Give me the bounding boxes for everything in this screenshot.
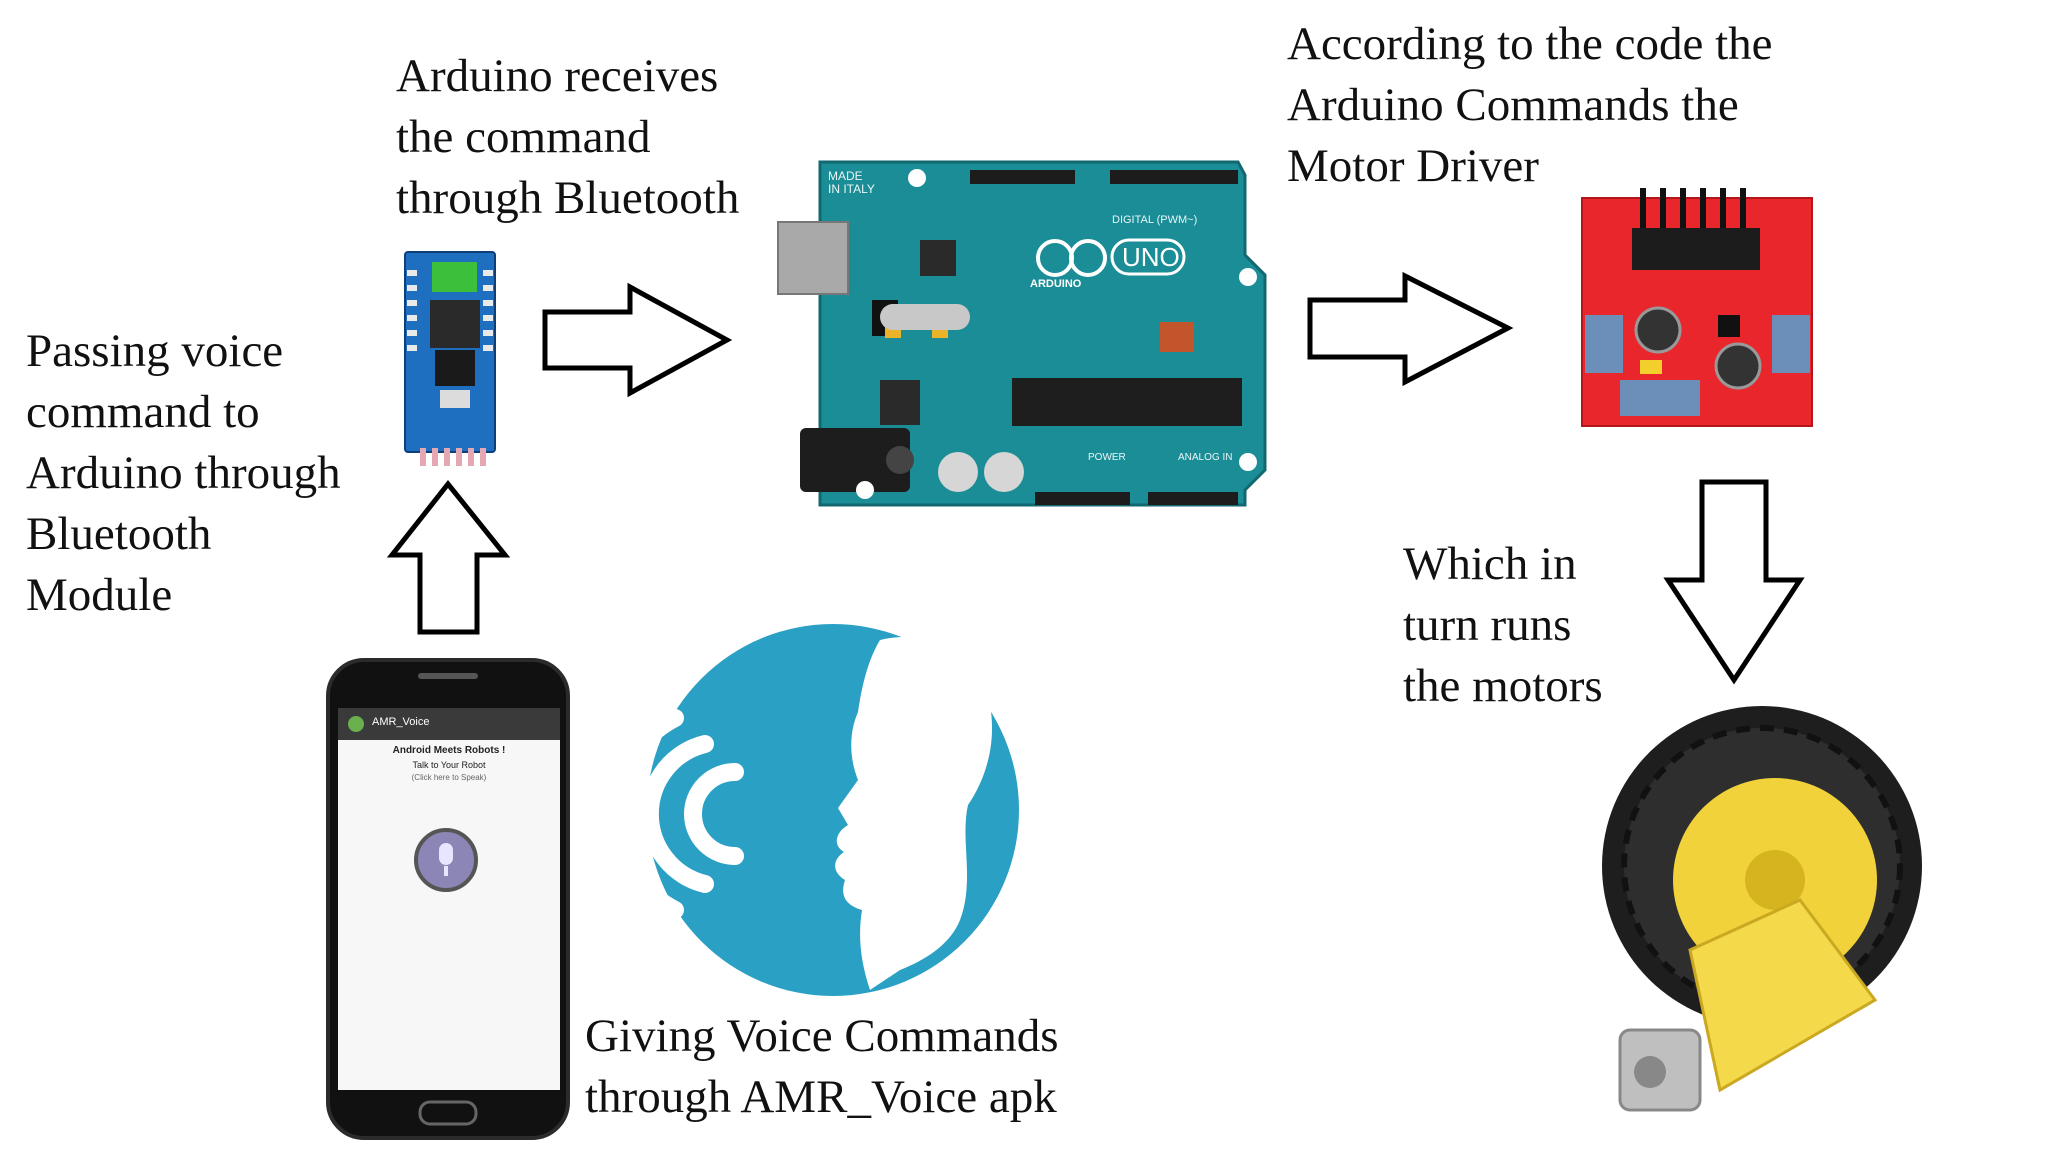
caption-bluetooth-receive: Arduino receives the command through Blu… bbox=[396, 50, 740, 224]
arduino-model-label: UNO bbox=[1122, 242, 1180, 272]
phone-app-subheading: Talk to Your Robot bbox=[412, 760, 486, 770]
arrow-bluetooth-to-arduino bbox=[542, 282, 733, 398]
arrow-driver-to-motors bbox=[1663, 479, 1805, 685]
bluetooth-module-image bbox=[404, 251, 496, 466]
phone-app-heading: Android Meets Robots ! bbox=[392, 745, 506, 756]
arduino-digital-label: DIGITAL (PWM~) bbox=[1112, 214, 1198, 226]
phone-app-title: AMR_Voice bbox=[372, 716, 430, 728]
caption-motor-driver-command: According to the code the Arduino Comman… bbox=[1287, 18, 1773, 192]
caption-passing-voice: Passing voice command to Arduino through… bbox=[26, 325, 341, 621]
motor-driver-image bbox=[1581, 188, 1813, 427]
arrow-arduino-to-driver bbox=[1307, 271, 1514, 387]
phone-app-hint: (Click here to Speak) bbox=[411, 773, 487, 782]
caption-giving-voice: Giving Voice Commands through AMR_Voice … bbox=[585, 1010, 1059, 1123]
arduino-analog-label: ANALOG IN bbox=[1178, 452, 1233, 463]
arduino-uno-image bbox=[777, 160, 1267, 507]
wheel-motor-image bbox=[1602, 706, 1922, 1112]
arduino-brand-label: ARDUINO bbox=[1030, 278, 1082, 290]
arrow-phone-to-bluetooth bbox=[386, 479, 511, 635]
arduino-power-label: POWER bbox=[1088, 452, 1126, 463]
caption-runs-motors: Which in turn runs the motors bbox=[1403, 538, 1603, 712]
smartphone-image bbox=[326, 658, 570, 1140]
voice-speech-icon bbox=[607, 624, 1019, 996]
arduino-made-in: MADE IN ITALY bbox=[828, 169, 875, 196]
